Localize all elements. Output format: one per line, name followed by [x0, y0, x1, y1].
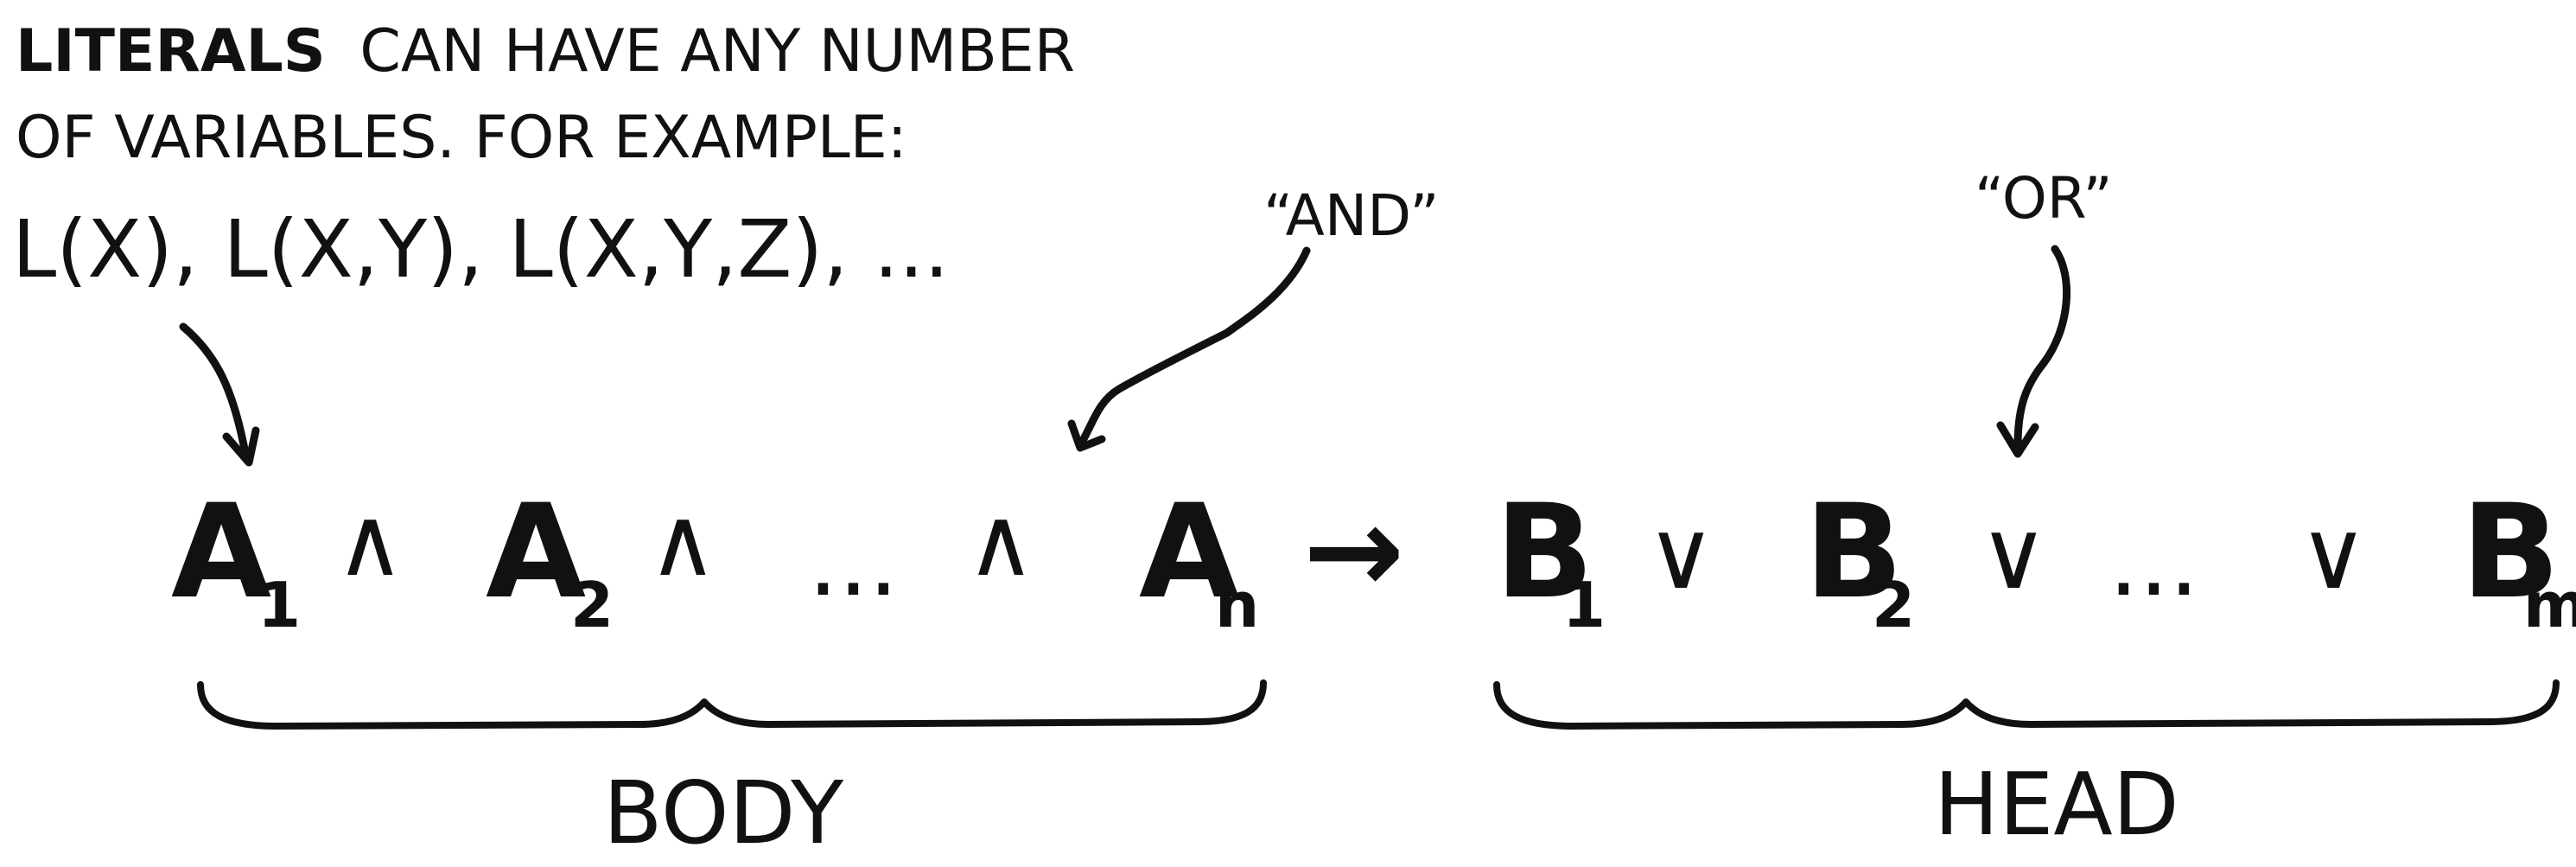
literal-examples: L(X), L(X,Y), L(X,Y,Z), ...: [12, 203, 950, 296]
body-term-2: A 2: [486, 477, 614, 641]
head-ellipsis: ...: [2109, 507, 2199, 617]
term-letter: A: [1139, 477, 1239, 628]
or-label: “OR”: [1975, 165, 2113, 232]
term-subscript: 1: [258, 569, 301, 641]
or-symbol: ∨: [1646, 500, 1716, 610]
or-symbol: ∨: [1979, 500, 2049, 610]
intro-line2: OF VARIABLES. FOR EXAMPLE:: [16, 104, 907, 172]
term-letter: B: [1804, 477, 1903, 628]
and-symbol: ∧: [648, 487, 718, 597]
intro-text: LITERALS CAN HAVE ANY NUMBER OF VARIABLE…: [12, 17, 1075, 296]
term-letter: B: [1495, 477, 1593, 628]
head-term-2: B 2: [1804, 477, 1915, 641]
term-letter: A: [486, 477, 586, 628]
term-subscript: m: [2523, 569, 2576, 641]
body-brace: [197, 679, 1267, 730]
term-letter: A: [171, 477, 271, 628]
body-ellipsis: ...: [808, 507, 899, 617]
svg-text:LITERALS CAN HAVE ANY NU: LITERALS CAN HAVE ANY NUMBER: [16, 17, 1075, 86]
body-term-1: A 1: [171, 477, 301, 641]
and-symbol: ∧: [335, 487, 405, 597]
term-subscript: 2: [1872, 569, 1915, 641]
body-label: BODY: [603, 762, 844, 864]
or-arrow: [1996, 245, 2071, 458]
body-term-n: A n: [1139, 477, 1259, 641]
implies-arrow: →: [1303, 481, 1404, 622]
term-letter: B: [2461, 477, 2560, 628]
literal-arrow: [179, 322, 260, 467]
term-subscript: 2: [570, 569, 614, 641]
head-brace: [1493, 679, 2560, 730]
and-arrow: [1067, 246, 1311, 452]
term-subscript: n: [1215, 569, 1259, 641]
and-symbol: ∧: [966, 487, 1036, 597]
head-term-m: B m: [2461, 477, 2576, 641]
head-term-1: B 1: [1495, 477, 1606, 641]
head-label: HEAD: [1934, 754, 2179, 855]
or-symbol: ∨: [2299, 500, 2369, 610]
and-label: “AND”: [1263, 182, 1439, 249]
term-subscript: 1: [1562, 569, 1606, 641]
intro-bold-word: LITERALS: [16, 17, 326, 86]
intro-line1-rest: CAN HAVE ANY NUMBER: [359, 17, 1075, 86]
